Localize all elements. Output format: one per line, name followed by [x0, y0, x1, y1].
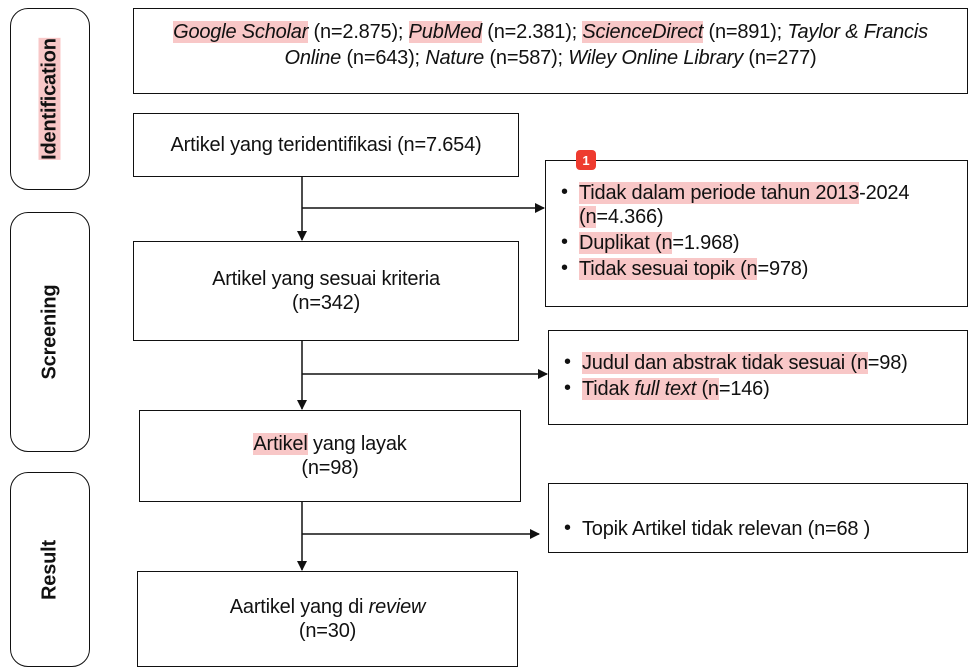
criteria-count: (n=342) [291, 292, 361, 314]
eligible-box: Artikel yang layak (n=98) [139, 410, 521, 502]
list-item: •Tidak full text (n=146) [564, 377, 770, 400]
identification-label-box: Identification [10, 8, 90, 190]
list-item: •Judul dan abstrak tidak sesuai (n=98) [564, 351, 908, 374]
sources-text: Google Scholar (n=2.875); PubMed (n=2.38… [134, 19, 967, 71]
annotation-badge: 1 [576, 150, 596, 170]
list-item: •Tidak sesuai topik (n=978) [561, 257, 809, 280]
list-item: •Topik Artikel tidak relevan (n=68 ) [564, 517, 871, 540]
list-item: •Tidak dalam periode tahun 2013-2024(n=4… [561, 181, 910, 228]
reviewed-box: Aartikel yang di review (n=30) [137, 571, 518, 667]
source-taylor-francis: Taylor & Francis Online (n=643); [284, 21, 928, 69]
eligible-count: (n=98) [301, 457, 359, 479]
criteria-label: Artikel yang sesuai kriteria [212, 268, 440, 290]
exclusion-list-1: •Tidak dalam periode tahun 2013-2024(n=4… [561, 181, 909, 283]
reviewed-count: (n=30) [298, 620, 357, 642]
source-wiley: Wiley Online Library (n=277) [568, 47, 817, 69]
source-pubmed: PubMed (n=2.381); [408, 21, 578, 43]
sources-box: Google Scholar (n=2.875); PubMed (n=2.38… [133, 8, 968, 94]
identified-text: Artikel yang teridentifikasi (n=7.654) [170, 134, 482, 156]
eligible-label: Artikel yang layak [253, 433, 407, 455]
exclusion-box-3: •Topik Artikel tidak relevan (n=68 ) [548, 483, 968, 553]
identified-box: Artikel yang teridentifikasi (n=7.654) [133, 113, 519, 177]
source-nature: Nature (n=587); [425, 47, 563, 69]
exclusion-box-1: •Tidak dalam periode tahun 2013-2024(n=4… [545, 160, 968, 307]
exclusion-list-3: •Topik Artikel tidak relevan (n=68 ) [564, 517, 870, 543]
exclusion-box-2: •Judul dan abstrak tidak sesuai (n=98) •… [548, 330, 968, 425]
screening-label-box: Screening [10, 212, 90, 452]
result-label-box: Result [10, 472, 90, 667]
reviewed-label: Aartikel yang di review [229, 596, 426, 618]
source-sciencedirect: ScienceDirect (n=891); [582, 21, 782, 43]
source-google-scholar: Google Scholar (n=2.875); [173, 21, 404, 43]
list-item: •Duplikat (n=1.968) [561, 231, 740, 254]
exclusion-list-2: •Judul dan abstrak tidak sesuai (n=98) •… [564, 351, 908, 403]
criteria-box: Artikel yang sesuai kriteria (n=342) [133, 241, 519, 341]
